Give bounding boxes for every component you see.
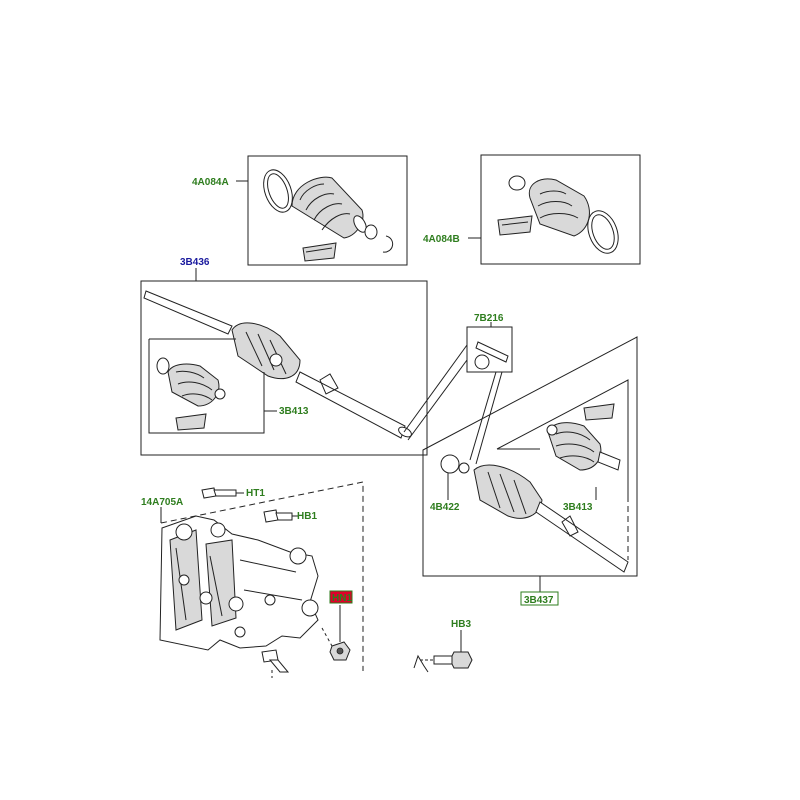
nut-hn1-icon: [321, 605, 351, 661]
right-cv-joint-icon: [458, 462, 629, 573]
grease-sachet-b-icon: [497, 215, 533, 236]
large-clamp-inner: [267, 173, 289, 209]
support-bracket[interactable]: 14A705A HT1 HB1 HN1: [141, 481, 364, 678]
label-hn1-highlight: [329, 590, 353, 604]
cv-boot-icon: [291, 176, 367, 239]
boot-kit-b[interactable]: 4A084B: [423, 154, 641, 265]
inner-grease-icon: [175, 413, 207, 431]
label-7b216[interactable]: 7B216: [474, 313, 504, 324]
label-3b436[interactable]: 3B436: [180, 257, 210, 268]
right-grease-icon: [583, 403, 615, 421]
drive-shaft-right[interactable]: 4B422 3B413 3B437: [422, 336, 638, 606]
bolt-hb3[interactable]: HB3: [413, 619, 473, 673]
bolt-hb1-icon: [263, 509, 298, 523]
seal-kit-7b216[interactable]: 7B216: [403, 313, 513, 465]
inner-boot-icon: [156, 357, 226, 407]
seal-kit-frame: [466, 326, 513, 373]
small-clamp-b-icon: [508, 175, 526, 191]
circlip-icon: [382, 235, 394, 253]
label-14a705a[interactable]: 14A705A: [141, 497, 183, 508]
axle-shaft-icon: [143, 290, 412, 439]
label-hb1[interactable]: HB1: [297, 511, 317, 522]
inner-joint-subbox: [148, 338, 277, 434]
drive-shaft-right-frame: [422, 336, 638, 577]
circlip-4b422-icon: [440, 454, 460, 474]
bolt-hb3-icon: [413, 651, 473, 673]
label-hn1[interactable]: HN1: [332, 593, 352, 604]
o-ring-icon: [474, 354, 490, 370]
label-hb3[interactable]: HB3: [451, 619, 471, 630]
label-ht1[interactable]: HT1: [246, 488, 265, 499]
boot-kit-a[interactable]: 4A084A: [192, 155, 408, 266]
outer-cv-joint-icon: [231, 322, 301, 380]
label-3b413-right[interactable]: 3B413: [563, 502, 593, 513]
bracket-body-icon: [159, 515, 319, 651]
boot-kit-a-frame: [247, 155, 408, 266]
boot-kit-b-frame: [480, 154, 641, 265]
label-4a084a[interactable]: 4A084A: [192, 177, 229, 188]
retaining-pin-icon: [475, 341, 509, 363]
right-inner-boot-icon: [546, 422, 621, 471]
label-4b422[interactable]: 4B422: [430, 502, 460, 513]
label-4a084b[interactable]: 4A084B: [423, 234, 460, 245]
label-3b413-left[interactable]: 3B413: [279, 406, 309, 417]
bolt-ht1-icon: [201, 487, 244, 499]
label-3b437-box: [520, 591, 559, 606]
label-3b437[interactable]: 3B437: [524, 595, 554, 606]
bolt-bottom-icon: [261, 649, 290, 678]
grease-sachet-icon: [302, 242, 337, 262]
drive-shaft-left-frame: [140, 280, 428, 456]
cv-boot-b-icon: [528, 178, 590, 237]
drive-shaft-left[interactable]: 3B436 3B413: [140, 257, 428, 456]
small-clamp-icon: [364, 224, 378, 240]
